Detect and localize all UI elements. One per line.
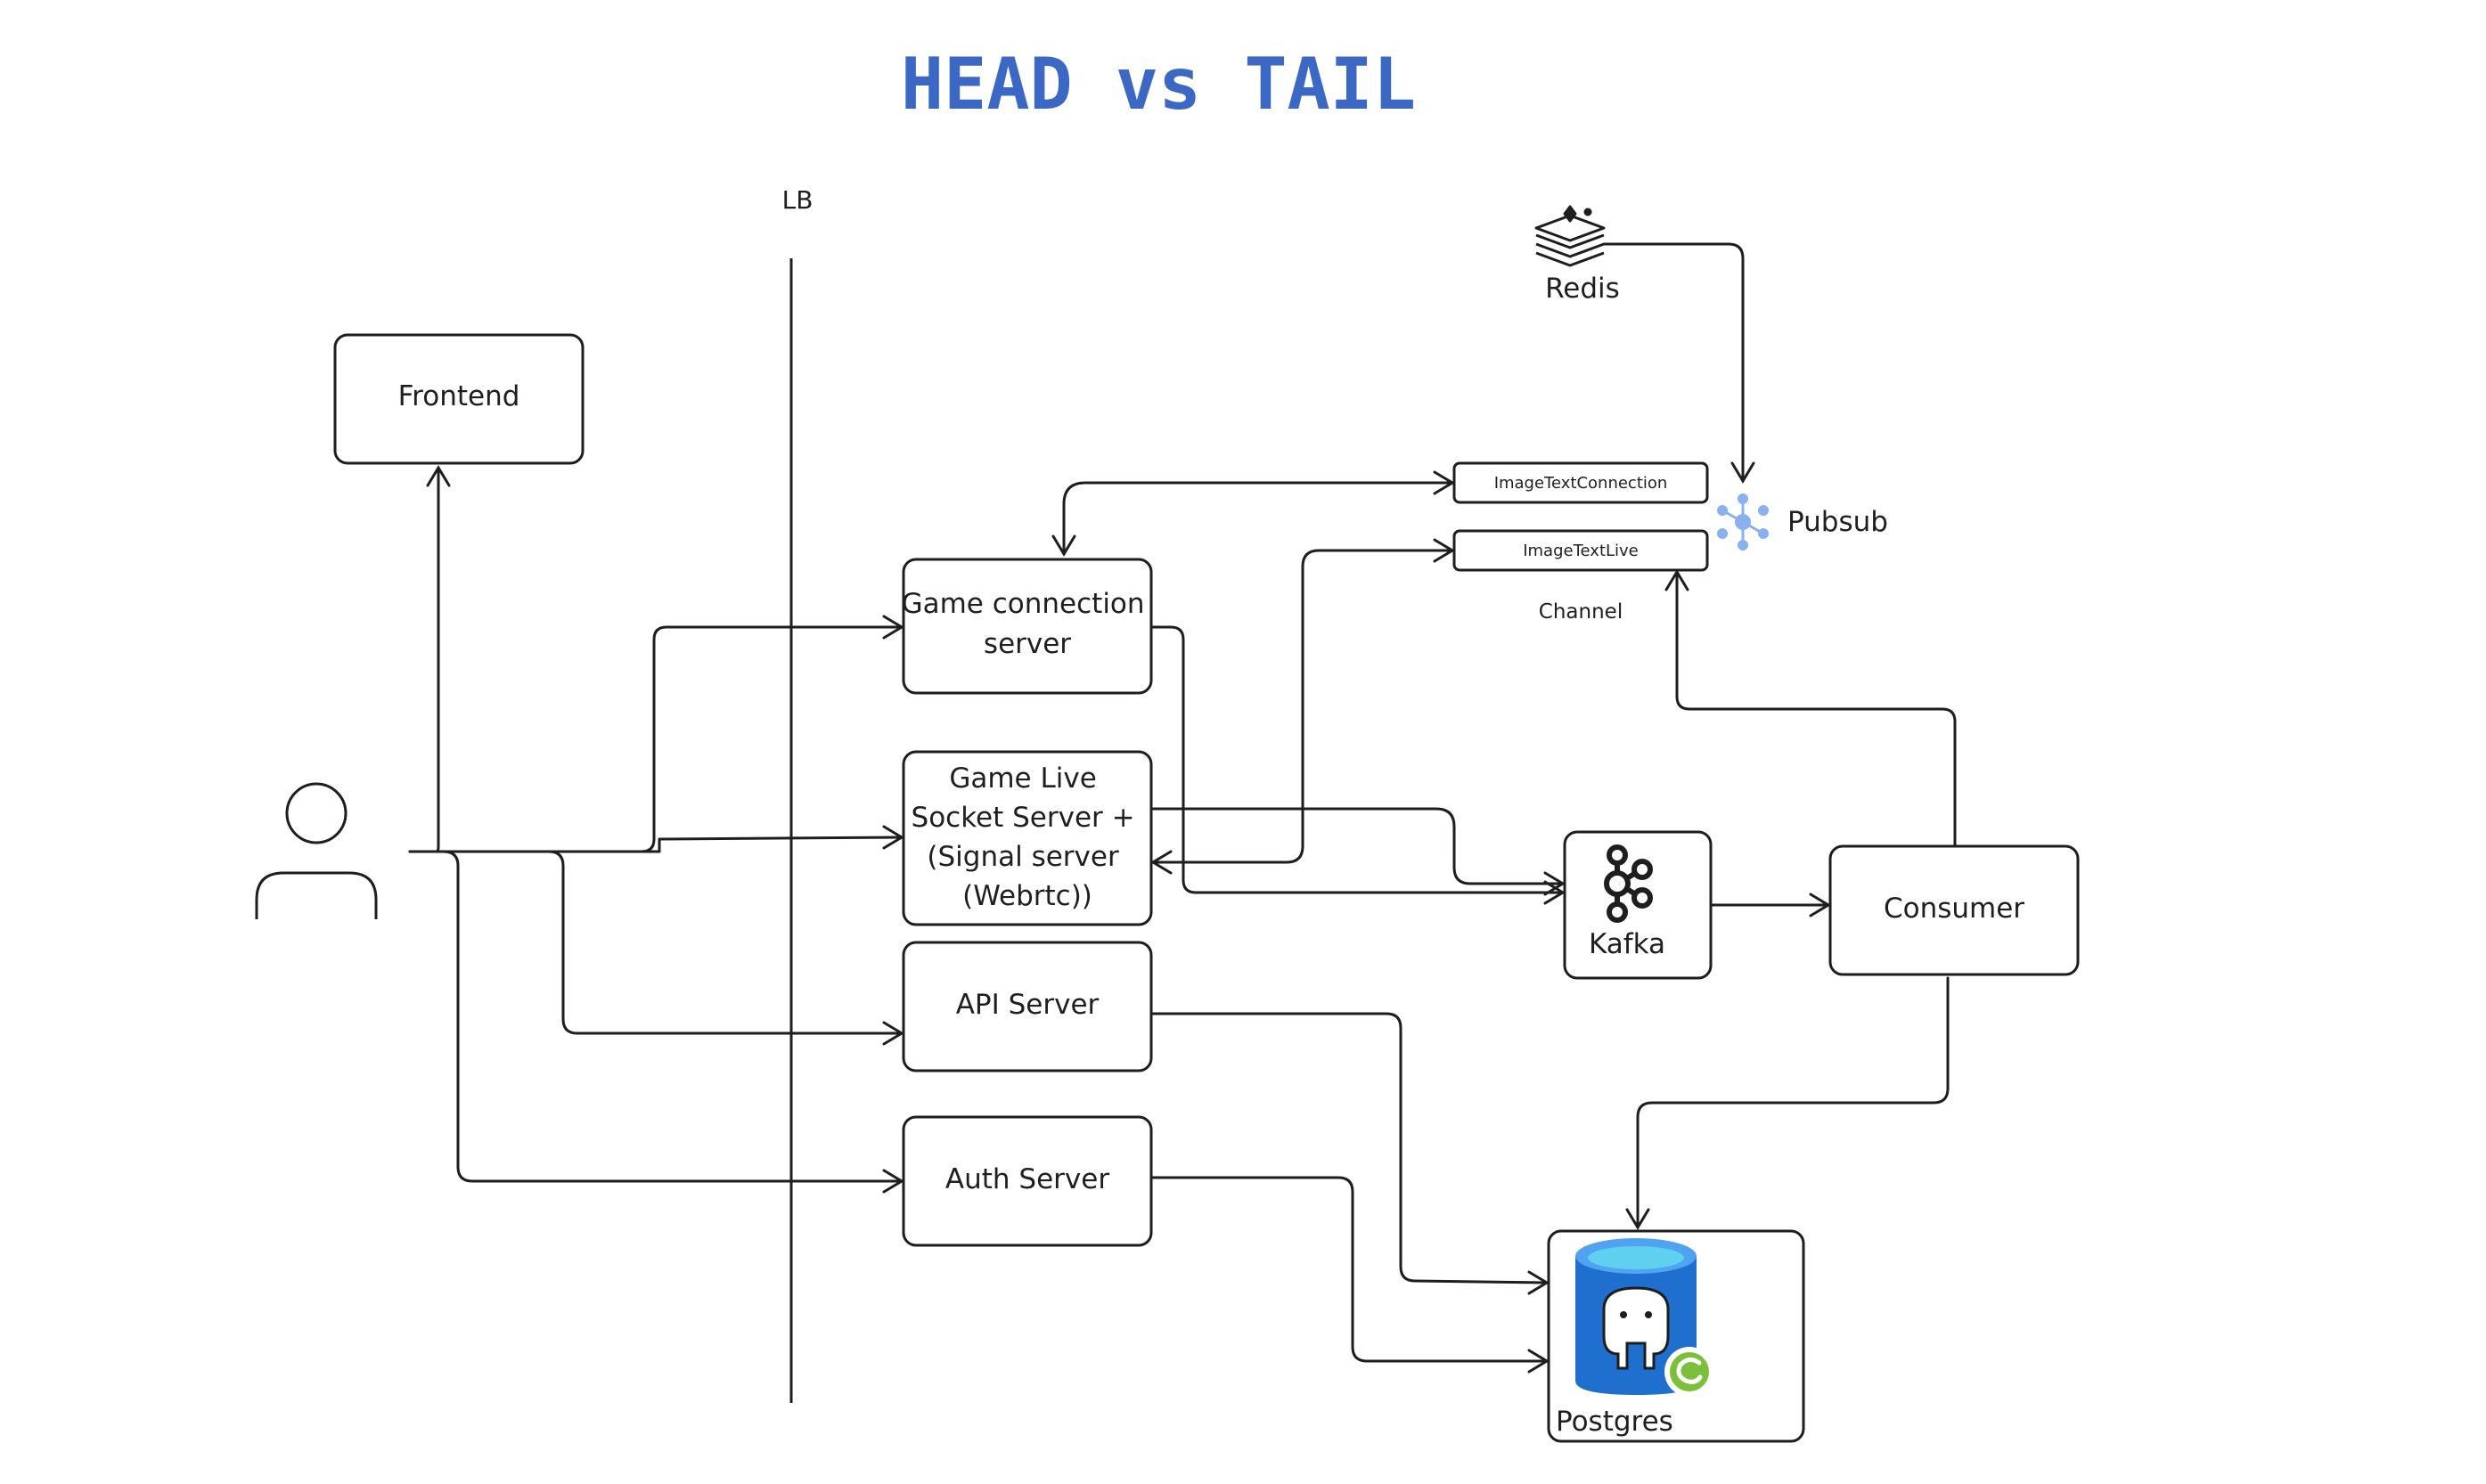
- edge-user-game-live: [408, 836, 904, 853]
- kafka-node[interactable]: Kafka: [1563, 830, 1713, 980]
- arrowhead: [882, 825, 904, 850]
- arrowhead: [1664, 569, 1689, 591]
- channel-caption: Channel: [1539, 600, 1623, 624]
- frontend-node[interactable]: Frontend: [333, 333, 585, 465]
- arrowhead: [1809, 893, 1831, 917]
- edge-user-game-connection: [408, 625, 904, 853]
- redis-icon: [1534, 205, 1606, 267]
- postgres-icon: [1575, 1238, 1714, 1397]
- redis-label: Redis: [1545, 273, 1620, 305]
- game-live-server-node[interactable]: Game Live Socket Server + (Signal server…: [902, 750, 1153, 926]
- edge-game-connection-kafka: [1149, 625, 1565, 894]
- pubsub-label: Pubsub: [1787, 506, 1888, 538]
- postgres-node[interactable]: Postgres: [1547, 1229, 1805, 1443]
- kafka-icon: [1604, 844, 1653, 923]
- edge-redis-pubsub: [1602, 242, 1745, 483]
- edge-auth-postgres: [1149, 1176, 1549, 1363]
- channel-image-text-connection[interactable]: ImageTextConnection: [1452, 461, 1709, 504]
- arrowhead: [1730, 461, 1755, 484]
- channel-image-text-live[interactable]: ImageTextLive: [1452, 529, 1709, 572]
- arrowhead: [1051, 534, 1076, 557]
- arrowhead: [1433, 538, 1455, 563]
- arrowhead: [1625, 1208, 1650, 1230]
- game-live-label: Game Live Socket Server + (Signal server…: [912, 762, 1144, 912]
- postgres-label: Postgres: [1556, 1406, 1673, 1438]
- arrowhead: [1433, 470, 1455, 495]
- arrowhead: [1150, 850, 1173, 875]
- game-connection-label: Game connection server: [902, 588, 1154, 660]
- arrowhead: [1543, 871, 1566, 896]
- edge-user-frontend: [408, 466, 440, 853]
- channel-image-text-live-label: ImageTextLive: [1523, 542, 1639, 560]
- auth-server-label: Auth Server: [945, 1163, 1109, 1195]
- consumer-label: Consumer: [1884, 893, 2024, 925]
- frontend-label: Frontend: [398, 380, 520, 412]
- arrowhead: [882, 615, 904, 640]
- arrowhead: [882, 1169, 904, 1194]
- lb-label: LB: [782, 185, 814, 215]
- edge-channel-connection-game-connection: [1062, 481, 1454, 556]
- edge-channel-live-game-live: [1151, 549, 1454, 864]
- kafka-label: Kafka: [1589, 928, 1665, 960]
- arrowhead: [1543, 880, 1566, 905]
- arrowhead: [1527, 1270, 1550, 1295]
- arrowhead: [882, 1021, 904, 1046]
- channel-image-text-connection-label: ImageTextConnection: [1494, 474, 1668, 493]
- pubsub-icon: [1717, 493, 1769, 550]
- user-icon: [255, 782, 378, 919]
- edge-user-auth: [408, 850, 904, 1183]
- diagram-title: HEAD vs TAIL: [901, 43, 1416, 126]
- auth-server-node[interactable]: Auth Server: [902, 1115, 1153, 1247]
- consumer-node[interactable]: Consumer: [1828, 844, 2080, 976]
- edge-user-api: [408, 850, 904, 1035]
- edge-api-postgres: [1149, 1012, 1549, 1284]
- arrowhead: [426, 465, 451, 487]
- edge-consumer-channel-live: [1675, 570, 1957, 846]
- arrowhead: [1527, 1349, 1550, 1374]
- edge-consumer-postgres: [1636, 976, 1950, 1229]
- edge-game-live-kafka: [1149, 807, 1565, 885]
- api-server-label: API Server: [956, 989, 1100, 1021]
- api-server-node[interactable]: API Server: [902, 941, 1153, 1072]
- game-connection-server-node[interactable]: Game connection server: [902, 558, 1154, 695]
